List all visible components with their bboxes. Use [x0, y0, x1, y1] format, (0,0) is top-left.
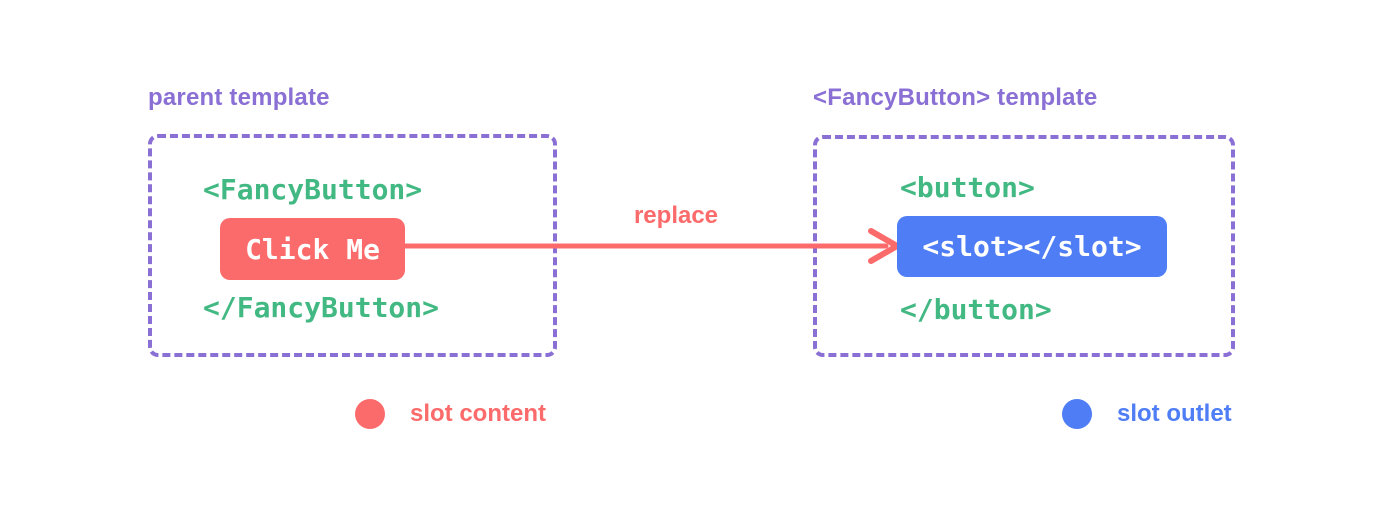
- slot-outlet-label: slot outlet: [1117, 400, 1232, 427]
- replace-label: replace: [633, 202, 719, 229]
- button-open-tag: <button>: [900, 171, 1035, 204]
- fancybutton-template-title: <FancyButton> template: [813, 84, 1098, 111]
- button-close-tag: </button>: [900, 293, 1052, 326]
- slot-outlet-box: <slot></slot>: [897, 216, 1167, 277]
- slot-outlet-dot-icon: [1062, 399, 1092, 429]
- replace-arrow-icon: [405, 228, 900, 264]
- slot-content-dot-icon: [355, 399, 385, 429]
- click-me-button: Click Me: [220, 218, 405, 280]
- legend-item-slot-outlet: slot outlet: [1062, 399, 1232, 429]
- parent-template-title: parent template: [148, 84, 330, 111]
- fancybutton-close-tag: </FancyButton>: [203, 291, 440, 324]
- legend-item-slot-content: slot content: [355, 399, 546, 429]
- slot-content-label: slot content: [410, 400, 546, 427]
- fancybutton-open-tag: <FancyButton>: [203, 173, 423, 206]
